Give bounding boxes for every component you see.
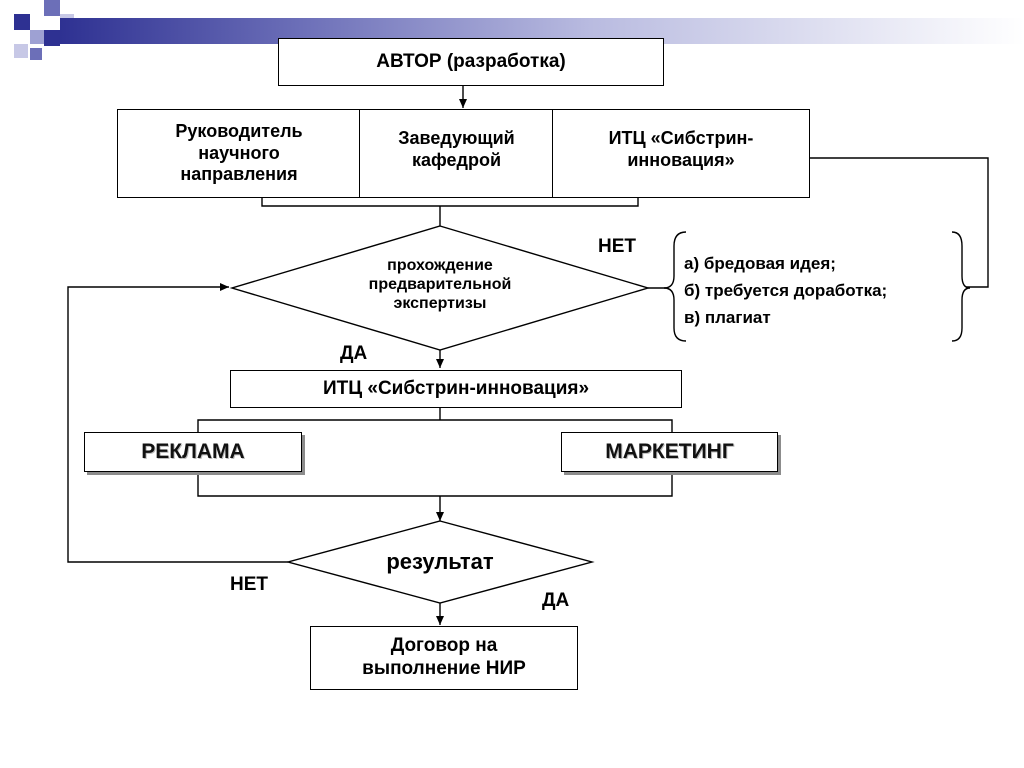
author-box: АВТОР (разработка) <box>278 38 664 86</box>
itc-secondary-box: ИТЦ «Сибстрин-инновация» <box>230 370 682 408</box>
expertise-yes-label: ДА <box>340 343 368 364</box>
department-head-box: Заведующий кафедрой <box>359 109 554 198</box>
supervisor-box: Руководитель научного направления <box>117 109 361 198</box>
result-no-label: НЕТ <box>230 574 268 595</box>
marketing-box: МАРКЕТИНГ <box>561 432 778 472</box>
result-label: результат <box>386 549 494 574</box>
reason-item: а) бредовая идея; <box>684 254 836 273</box>
expertise-label: прохождение предварительной экспертизы <box>368 257 512 313</box>
contract-box: Договор на выполнение НИР <box>310 626 578 690</box>
rejection-reasons-list: а) бредовая идея; б) требуется доработка… <box>684 250 887 331</box>
expertise-no-label: НЕТ <box>598 236 636 257</box>
itc-box: ИТЦ «Сибстрин-инновация» <box>552 109 810 198</box>
result-yes-label: ДА <box>542 590 570 611</box>
corner-decoration <box>14 0 74 60</box>
advertising-box: РЕКЛАМА <box>84 432 302 472</box>
reason-item: в) плагиат <box>684 308 771 327</box>
reason-item: б) требуется доработка; <box>684 281 888 300</box>
